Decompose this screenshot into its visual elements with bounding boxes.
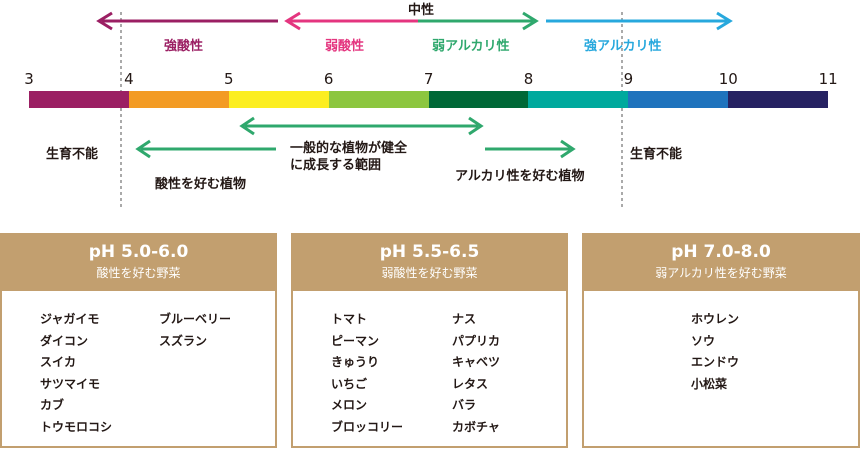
weak-alkaline-arrow xyxy=(418,11,539,31)
ph-number: 10 xyxy=(718,70,738,88)
weak-alkaline-label: 弱アルカリ性 xyxy=(432,39,510,54)
list-item: ピーマン xyxy=(331,333,380,348)
list-item: ジャガイモ xyxy=(40,312,100,326)
card-ph-range: pH 5.0-6.0 xyxy=(88,242,189,262)
weak-acid-label: 弱酸性 xyxy=(325,39,365,54)
list-item: ソウ xyxy=(691,333,716,348)
list-item: きゅうり xyxy=(331,355,380,369)
general-range-label: 一般的な植物が健全 に成長する範囲 xyxy=(290,140,407,174)
list-item: トウモロコシ xyxy=(40,419,113,434)
ph-number: 11 xyxy=(818,70,838,88)
strong-alkaline-arrow xyxy=(546,11,733,31)
card-header: pH 5.5-6.5 弱酸性を好む野菜 xyxy=(293,235,566,291)
list-item: カブ xyxy=(40,398,65,412)
general-range-line2: に成長する範囲 xyxy=(290,158,382,173)
list-item: ナス xyxy=(452,312,477,326)
list-item: ブルーベリー xyxy=(159,312,232,326)
ph-number: 5 xyxy=(224,70,234,88)
vegetable-list-col2: ブルーベリー スズラン xyxy=(159,309,231,352)
list-item: いちご xyxy=(331,376,368,391)
vegetable-list-col1: ホウレン ソウ エンドウ 小松菜 xyxy=(691,309,739,395)
card-acid: pH 5.0-6.0 酸性を好む野菜 ジャガイモ ダイコン スイカ サツマイモ … xyxy=(0,233,277,448)
strong-acid-label: 強酸性 xyxy=(164,39,204,54)
acid-plants-arrow xyxy=(135,139,276,159)
list-item: レタス xyxy=(452,376,489,391)
ph-number: 6 xyxy=(323,70,334,88)
card-header: pH 7.0-8.0 弱アルカリ性を好む野菜 xyxy=(584,235,858,291)
ph-segment xyxy=(128,91,229,108)
ph-number: 9 xyxy=(623,70,634,88)
strong-alkaline-label: 強アルカリ性 xyxy=(584,39,662,54)
no-growth-right-label: 生育不能 xyxy=(630,147,683,162)
alkaline-plants-arrow xyxy=(485,139,576,159)
card-ph-range: pH 7.0-8.0 xyxy=(671,242,771,262)
list-item: スイカ xyxy=(40,355,77,369)
card-weak-alkaline: pH 7.0-8.0 弱アルカリ性を好む野菜 ホウレン ソウ エンドウ 小松菜 xyxy=(582,233,860,448)
card-subtitle: 弱アルカリ性を好む野菜 xyxy=(655,266,787,280)
neutral-label: 中性 xyxy=(408,3,435,18)
ph-number: 4 xyxy=(124,70,134,88)
list-item: エンドウ xyxy=(691,355,740,369)
list-item: パプリカ xyxy=(452,333,501,348)
ph-number: 8 xyxy=(523,70,534,88)
vegetable-list-col1: ジャガイモ ダイコン スイカ サツマイモ カブ トウモロコシ xyxy=(40,309,112,438)
no-growth-left-label: 生育不能 xyxy=(46,147,99,162)
card-weak-acid: pH 5.5-6.5 弱酸性を好む野菜 トマト ピーマン きゅうり いちご メロ… xyxy=(291,233,568,448)
list-item: サツマイモ xyxy=(40,376,101,391)
ph-segment xyxy=(528,91,629,108)
ph-segment xyxy=(628,91,729,108)
list-item: バラ xyxy=(452,398,477,412)
list-item: メロン xyxy=(331,398,368,412)
ph-segment xyxy=(728,91,828,108)
acid-plants-label: 酸性を好む植物 xyxy=(155,177,247,192)
list-item: ダイコン xyxy=(40,333,89,348)
card-header: pH 5.0-6.0 酸性を好む野菜 xyxy=(2,235,275,291)
list-item: ブロッコリー xyxy=(331,419,404,434)
general-range-line1: 一般的な植物が健全 xyxy=(290,141,408,156)
list-item: 小松菜 xyxy=(691,376,728,391)
ph-color-bar xyxy=(29,91,828,108)
ph-number: 3 xyxy=(24,70,34,88)
list-item: スズラン xyxy=(159,333,208,348)
ph-segment xyxy=(29,91,129,108)
general-range-arrow xyxy=(239,116,484,136)
card-subtitle: 弱酸性を好む野菜 xyxy=(381,266,478,280)
ph-segment xyxy=(328,91,429,108)
list-item: キャベツ xyxy=(452,355,501,369)
ph-number: 7 xyxy=(423,70,434,88)
card-ph-range: pH 5.5-6.5 xyxy=(379,242,480,262)
list-item: ホウレン xyxy=(691,312,740,326)
vegetable-list-col1: トマト ピーマン きゅうり いちご メロン ブロッコリー xyxy=(331,309,403,438)
alkaline-plants-label: アルカリ性を好む植物 xyxy=(455,169,585,184)
vegetable-list-col2: ナス パプリカ キャベツ レタス バラ カボチャ xyxy=(452,309,500,438)
ph-segment xyxy=(428,91,529,108)
strong-acid-arrow xyxy=(96,11,278,31)
weak-acid-arrow xyxy=(284,11,418,31)
ph-segment xyxy=(228,91,329,108)
list-item: トマト xyxy=(331,312,368,326)
card-subtitle: 酸性を好む野菜 xyxy=(96,266,181,280)
list-item: カボチャ xyxy=(452,419,500,434)
